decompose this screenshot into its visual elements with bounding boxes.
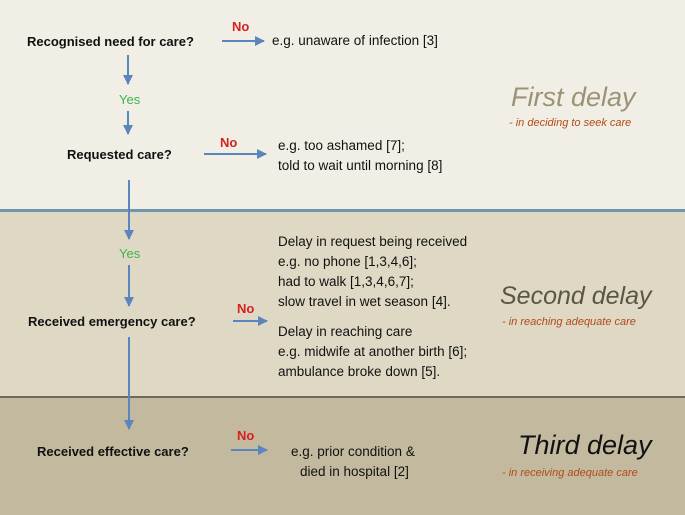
example-line: ambulance broke down [5]. (278, 364, 441, 379)
no-label-q1: No (232, 19, 250, 34)
question-recognised-need: Recognised need for care? (27, 34, 194, 49)
example-line: had to walk [1,3,4,6,7]; (278, 274, 414, 289)
example-line: died in hospital [2] (300, 464, 409, 479)
no-label-q2: No (220, 135, 238, 150)
second-delay-title: Second delay (500, 282, 652, 310)
third-delay-title: Third delay (518, 430, 652, 460)
yes-label-2: Yes (119, 246, 141, 261)
example-q1: e.g. unaware of infection [3] (272, 31, 438, 51)
example-line: e.g. prior condition & (291, 444, 415, 459)
second-delay-subtitle: - in reaching adequate care (502, 316, 636, 328)
band-divider (0, 209, 685, 212)
example-line: e.g. unaware of infection [3] (272, 33, 438, 48)
example-line: told to wait until morning [8] (278, 158, 443, 173)
first-delay-subtitle: - in deciding to seek care (509, 117, 632, 129)
no-label-q3: No (237, 301, 255, 316)
example-q3-reaching: Delay in reaching care e.g. midwife at a… (278, 322, 467, 382)
example-q2: e.g. too ashamed [7]; told to wait until… (278, 136, 442, 176)
example-line: Delay in request being received (278, 234, 468, 249)
example-line: slow travel in wet season [4]. (278, 294, 451, 309)
second-delay-band (0, 211, 685, 396)
example-line: Delay in reaching care (278, 324, 413, 339)
example-q4: e.g. prior condition & died in hospital … (291, 442, 415, 482)
example-line: e.g. too ashamed [7]; (278, 138, 405, 153)
no-label-q4: No (237, 428, 255, 443)
example-line: e.g. no phone [1,3,4,6]; (278, 254, 417, 269)
question-requested-care: Requested care? (67, 147, 172, 162)
third-delay-band (0, 396, 685, 515)
first-delay-title: First delay (511, 82, 636, 112)
question-emergency-care: Received emergency care? (28, 314, 196, 329)
first-delay-band (0, 0, 685, 211)
third-delay-subtitle: - in receiving adequate care (502, 467, 638, 479)
example-q3-request: Delay in request being received e.g. no … (278, 232, 467, 312)
example-line: e.g. midwife at another birth [6]; (278, 344, 468, 359)
yes-label-1: Yes (119, 92, 141, 107)
question-effective-care: Received effective care? (37, 444, 189, 459)
